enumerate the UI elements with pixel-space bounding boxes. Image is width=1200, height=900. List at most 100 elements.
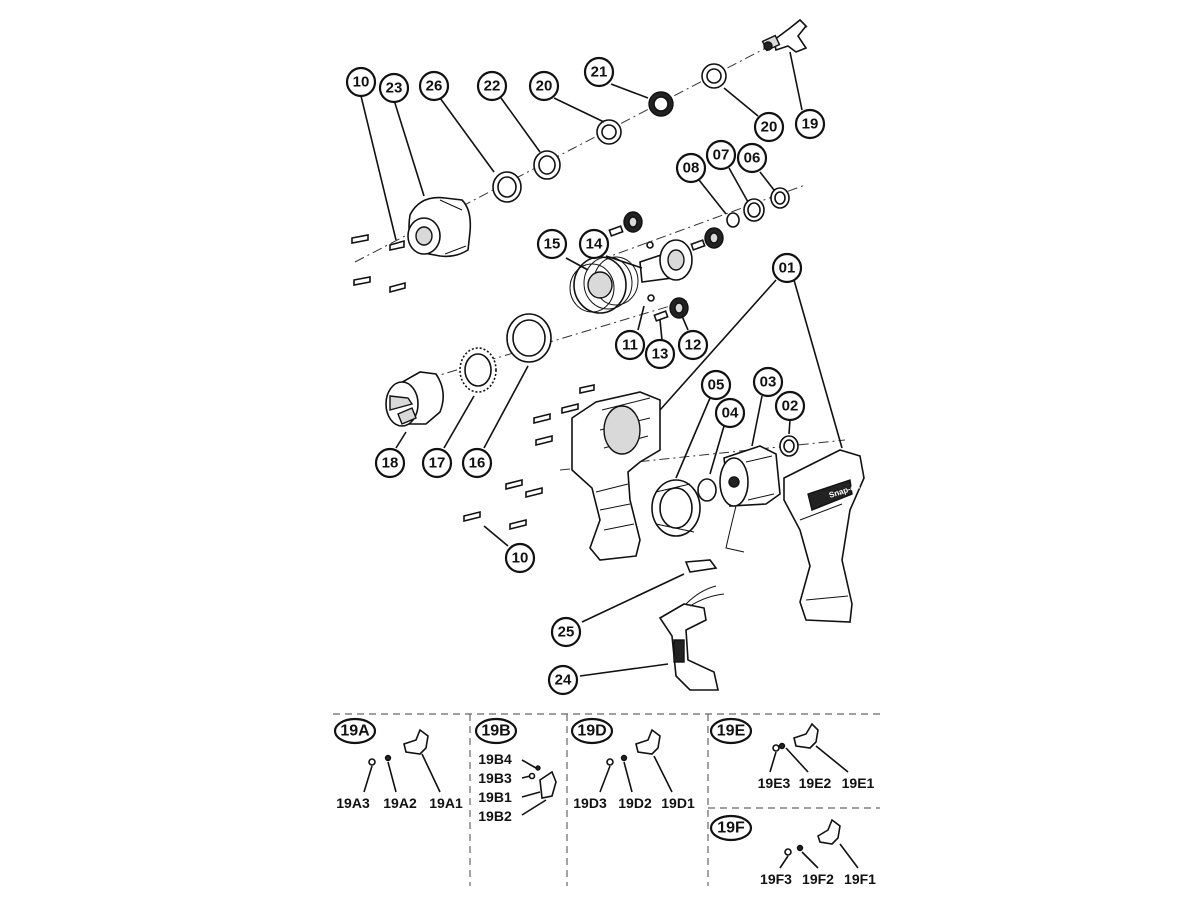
switch-part-24 bbox=[658, 585, 725, 691]
housing-left-part-01 bbox=[571, 391, 661, 561]
svg-text:02: 02 bbox=[782, 398, 799, 415]
inset-label-19B: 19B bbox=[474, 717, 518, 745]
sub-label-19D3: 19D3 bbox=[573, 795, 607, 811]
callout-19: 19 bbox=[794, 108, 826, 140]
callout-23: 23 bbox=[378, 72, 410, 104]
sub-label-19A3: 19A3 bbox=[336, 795, 370, 811]
callout-14: 14 bbox=[578, 228, 610, 260]
svg-text:20: 20 bbox=[761, 119, 778, 136]
svg-text:24: 24 bbox=[555, 672, 572, 689]
callout-16: 16 bbox=[461, 447, 493, 479]
callout-04: 04 bbox=[714, 397, 746, 429]
callout-13: 13 bbox=[644, 338, 676, 370]
callout-24: 24 bbox=[547, 664, 579, 696]
ball-part-11 bbox=[647, 294, 655, 302]
svg-text:23: 23 bbox=[386, 80, 403, 97]
washer-part-07 bbox=[743, 198, 765, 222]
svg-text:19D: 19D bbox=[577, 723, 606, 740]
callout-03: 03 bbox=[752, 366, 784, 398]
ring-part-05 bbox=[651, 479, 701, 537]
callout-21: 21 bbox=[583, 56, 615, 88]
callout-07: 07 bbox=[705, 139, 737, 171]
svg-text:10: 10 bbox=[512, 550, 529, 567]
svg-text:25: 25 bbox=[558, 624, 575, 641]
svg-text:17: 17 bbox=[429, 455, 446, 472]
callout-20-right: 20 bbox=[753, 111, 785, 143]
inset-label-19F: 19F bbox=[709, 814, 753, 842]
washer-part-06 bbox=[770, 187, 790, 209]
svg-text:06: 06 bbox=[744, 150, 761, 167]
washer-part-20-lower bbox=[596, 119, 622, 145]
sub-label-19F2: 19F2 bbox=[802, 871, 834, 887]
callout-26: 26 bbox=[418, 70, 450, 102]
svg-text:13: 13 bbox=[652, 346, 669, 363]
svg-text:05: 05 bbox=[708, 377, 725, 394]
svg-text:21: 21 bbox=[591, 64, 608, 81]
sub-label-19F3: 19F3 bbox=[760, 871, 792, 887]
washer-part-02 bbox=[779, 435, 799, 457]
callout-10-top: 10 bbox=[345, 66, 377, 98]
inset-19D: 19D 19D3 19D2 19D1 bbox=[570, 717, 695, 811]
svg-text:22: 22 bbox=[484, 78, 501, 95]
sub-label-19B3: 19B3 bbox=[478, 770, 512, 786]
svg-text:18: 18 bbox=[382, 455, 399, 472]
cam-shaft-part-14 bbox=[639, 239, 693, 283]
svg-text:03: 03 bbox=[760, 374, 777, 391]
callout-20-left: 20 bbox=[528, 70, 560, 102]
sub-label-19E2: 19E2 bbox=[799, 775, 832, 791]
callout-08: 08 bbox=[675, 152, 707, 184]
bearing-part-14-upper bbox=[608, 211, 724, 251]
svg-text:14: 14 bbox=[586, 236, 603, 253]
sub-label-19B4: 19B4 bbox=[478, 751, 512, 767]
inset-19A: 19A 19A3 19A2 19A1 bbox=[333, 717, 463, 811]
sub-label-19D2: 19D2 bbox=[618, 795, 652, 811]
svg-text:16: 16 bbox=[469, 455, 486, 472]
callout-25: 25 bbox=[550, 616, 582, 648]
hammer-part-18 bbox=[385, 371, 444, 427]
ring-part-08 bbox=[726, 212, 740, 228]
sub-label-19B2: 19B2 bbox=[478, 808, 512, 824]
inset-dividers bbox=[333, 713, 880, 886]
svg-text:19A: 19A bbox=[340, 723, 370, 740]
inset-label-19D: 19D bbox=[570, 717, 614, 745]
callout-06: 06 bbox=[736, 142, 768, 174]
svg-text:19: 19 bbox=[802, 116, 819, 133]
sub-label-19A1: 19A1 bbox=[429, 795, 463, 811]
callout-22: 22 bbox=[476, 70, 508, 102]
callout-12: 12 bbox=[677, 329, 709, 361]
washer-part-16 bbox=[506, 313, 552, 363]
assembly-axis-lower bbox=[389, 299, 691, 391]
inset-label-19A: 19A bbox=[333, 717, 377, 745]
housing-right-part-01: Snap-on bbox=[783, 449, 865, 623]
callout-01: 01 bbox=[771, 252, 803, 284]
svg-text:12: 12 bbox=[685, 337, 702, 354]
inset-19B: 19B 19B4 19B3 19B1 19B2 bbox=[474, 717, 557, 824]
bearing-part-12 bbox=[669, 297, 689, 319]
callout-10-bottom: 10 bbox=[504, 542, 536, 574]
inset-label-19E: 19E bbox=[709, 717, 753, 745]
pin-part-13 bbox=[653, 310, 669, 322]
screws-part-10-upper bbox=[351, 234, 406, 294]
sub-label-19D1: 19D1 bbox=[661, 795, 695, 811]
ball-ring-part-17 bbox=[459, 347, 497, 393]
svg-text:11: 11 bbox=[622, 337, 638, 354]
svg-text:04: 04 bbox=[722, 405, 739, 422]
leader-lines bbox=[360, 51, 843, 677]
svg-text:08: 08 bbox=[683, 160, 700, 177]
sub-label-19F1: 19F1 bbox=[844, 871, 876, 887]
svg-text:19B: 19B bbox=[481, 723, 510, 740]
callout-15: 15 bbox=[536, 228, 568, 260]
sub-label-19A2: 19A2 bbox=[383, 795, 417, 811]
svg-text:26: 26 bbox=[426, 78, 443, 95]
washer-part-26 bbox=[492, 171, 522, 203]
svg-text:10: 10 bbox=[353, 74, 370, 91]
washer-part-22 bbox=[533, 150, 561, 180]
callout-02: 02 bbox=[774, 390, 806, 422]
callout-11: 11 bbox=[614, 329, 646, 361]
svg-text:19F: 19F bbox=[717, 820, 745, 837]
washer-part-04 bbox=[697, 478, 717, 502]
bracket-part-25 bbox=[684, 559, 718, 573]
spring-part-15 bbox=[569, 256, 639, 314]
screws-part-10-housing bbox=[463, 384, 595, 531]
